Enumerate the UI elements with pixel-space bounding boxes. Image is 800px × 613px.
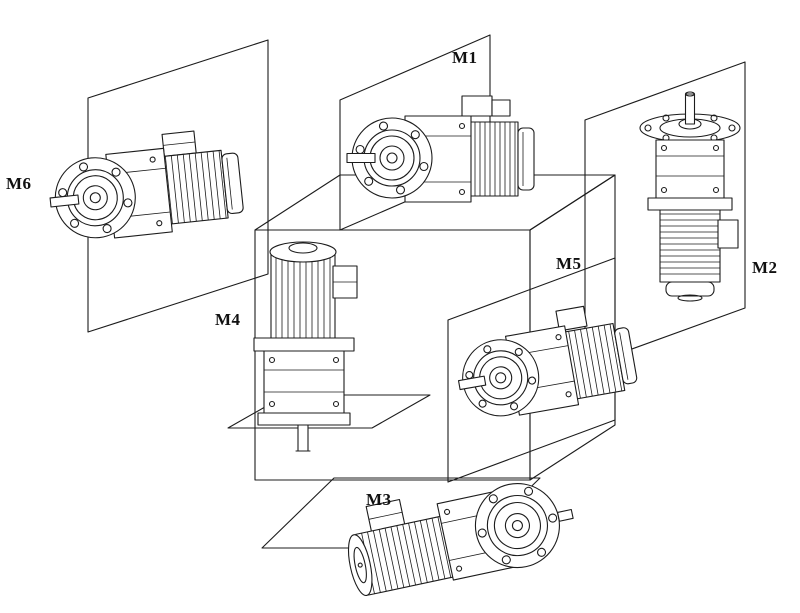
gearmotor-m1-drawing: [346, 95, 535, 203]
label-m5: M5: [556, 254, 582, 273]
plane-m5: [447, 257, 616, 483]
label-m2: M2: [752, 258, 778, 277]
gearmotor-m2-drawing: [639, 91, 741, 302]
plane-m6: [87, 39, 269, 333]
plane-m2: [584, 61, 746, 367]
mounting-planes: [87, 34, 746, 549]
gearmotor-m3-drawing: [347, 483, 574, 597]
gearmotor-m5-drawing: [457, 305, 638, 417]
label-m6: M6: [6, 174, 32, 193]
gearmotor-m4-drawing: [253, 241, 358, 452]
gearmotor-m6-drawing: [49, 130, 244, 239]
label-m3: M3: [366, 490, 392, 509]
label-m4: M4: [215, 310, 241, 329]
label-m1: M1: [452, 48, 478, 67]
